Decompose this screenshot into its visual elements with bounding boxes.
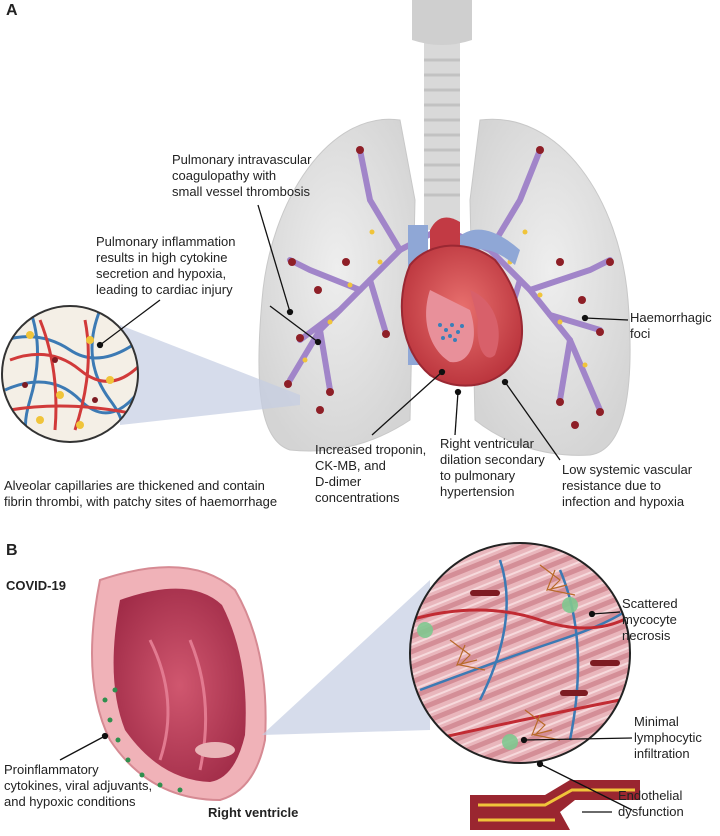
label-haemorrhagic: Haemorrhagic foci [630,310,712,341]
label-alveolar: Alveolar capillaries are thickened and c… [4,478,278,509]
label-right-ventricle: Right ventricle [208,805,299,820]
label-proinflammatory: Proinflammatory cytokines, viral adjuvan… [4,762,153,809]
right-ventricle-section [91,566,267,802]
label-covid: COVID-19 [6,578,66,593]
zoom-cone-a [120,325,300,425]
label-rv-dilation: Right ventricular dilation secondary to … [440,436,545,499]
left-lung [469,118,631,456]
label-necrosis: Scattered mycocyte necrosis [622,596,678,643]
label-coagulopathy: Pulmonary intravascular coagulopathy wit… [172,152,312,199]
trachea [412,0,472,230]
cytokine-dots [302,229,588,368]
panel-a-label: A [6,2,18,19]
zoom-cone-b [262,580,430,735]
leader-lines-b [59,610,633,813]
panel-b-label: B [6,542,18,559]
label-endothelial: Endothelial dysfunction [618,788,684,819]
label-low-resistance: Low systemic vascular resistance due to … [562,462,693,509]
label-lymphocytic: Minimal lymphocytic infiltration [634,714,702,761]
label-troponin: Increased troponin, CK-MB, and D-dimer c… [315,442,427,505]
leader-lines-a [96,204,629,461]
label-inflammation: Pulmonary inflammation results in high c… [96,234,236,297]
heart [400,217,523,387]
myocardium-magnification [410,543,630,763]
blood-vessel [470,780,640,830]
